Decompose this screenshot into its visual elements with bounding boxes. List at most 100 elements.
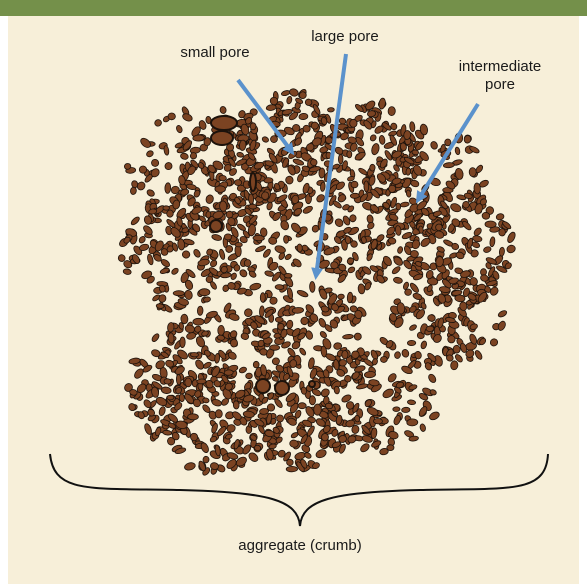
soil-particle <box>162 430 172 436</box>
soil-particle <box>347 266 356 274</box>
soil-particle <box>297 244 303 252</box>
soil-particle <box>205 194 215 204</box>
soil-particle <box>249 282 261 291</box>
soil-particle <box>432 210 442 218</box>
soil-particle <box>236 152 244 158</box>
soil-particle <box>420 340 428 349</box>
soil-particle <box>168 333 175 344</box>
soil-particle <box>165 183 171 194</box>
soil-particle <box>334 386 340 394</box>
soil-particle <box>506 231 517 244</box>
soil-particle <box>298 403 306 409</box>
soil-particle <box>163 206 170 211</box>
soil-particle <box>396 203 401 210</box>
soil-particle <box>154 427 161 437</box>
soil-particle <box>247 451 259 463</box>
soil-particle <box>499 229 506 237</box>
soil-particle-highlight <box>250 173 256 191</box>
soil-particle <box>235 242 242 247</box>
soil-particle <box>184 290 193 301</box>
soil-particle <box>176 374 181 385</box>
soil-particle <box>180 152 189 160</box>
soil-particle <box>266 104 277 111</box>
soil-particle <box>347 292 353 303</box>
soil-particle <box>358 167 368 176</box>
soil-particle <box>173 291 184 296</box>
soil-particle <box>394 351 401 359</box>
soil-particle <box>364 371 376 378</box>
soil-particle <box>393 407 400 412</box>
soil-particle <box>401 349 410 359</box>
soil-particle <box>314 404 322 415</box>
soil-particle-highlight <box>211 131 233 145</box>
soil-particle <box>259 408 269 415</box>
soil-particle <box>238 366 247 374</box>
soil-particle <box>319 330 328 339</box>
soil-particle <box>418 226 423 234</box>
soil-particle <box>359 442 371 453</box>
soil-particle <box>347 151 352 158</box>
soil-particle <box>369 134 377 142</box>
soil-particle <box>244 259 252 267</box>
soil-particle <box>428 410 440 421</box>
soil-particle <box>379 135 386 145</box>
soil-particle <box>234 179 241 185</box>
soil-particle <box>354 332 362 340</box>
soil-particle <box>139 166 147 174</box>
soil-particle <box>453 345 461 353</box>
soil-particle <box>281 90 291 97</box>
soil-particle <box>167 395 174 400</box>
intermediate-pore-label-line1: intermediate <box>440 58 560 76</box>
soil-particle <box>190 352 198 357</box>
soil-particle <box>430 140 439 150</box>
soil-particle <box>397 246 404 254</box>
soil-particle <box>450 360 459 370</box>
soil-particle <box>473 227 483 237</box>
small-pore-label: small pore <box>150 44 280 62</box>
soil-particle <box>260 293 265 303</box>
soil-particle <box>393 277 403 285</box>
soil-particle <box>409 121 415 131</box>
soil-particle <box>296 289 308 298</box>
soil-particle <box>151 333 161 343</box>
soil-particle <box>236 223 246 232</box>
soil-particle <box>164 378 172 384</box>
soil-particle <box>248 194 254 205</box>
soil-particle <box>253 235 265 241</box>
soil-particle <box>284 253 292 261</box>
soil-particle <box>185 378 192 387</box>
soil-particle <box>197 258 210 266</box>
soil-particle <box>304 451 313 459</box>
soil-particle <box>139 136 152 149</box>
soil-particle <box>277 323 284 330</box>
soil-particle <box>130 216 141 226</box>
soil-particle <box>250 123 256 130</box>
soil-particle <box>166 210 174 218</box>
soil-particle <box>230 272 238 280</box>
soil-particle-highlight <box>210 220 222 232</box>
soil-particle <box>139 243 150 251</box>
soil-particle <box>292 307 304 314</box>
soil-particle <box>499 247 505 256</box>
soil-particle <box>482 212 490 220</box>
soil-particle <box>349 119 357 128</box>
soil-particle <box>407 340 415 345</box>
soil-particle-highlight <box>275 381 289 395</box>
soil-particle <box>188 414 199 420</box>
soil-particle <box>238 268 248 278</box>
soil-particle <box>373 418 382 424</box>
intermediate-pore-label-line2: pore <box>440 76 560 94</box>
soil-particle <box>199 289 210 296</box>
soil-particle <box>179 394 185 402</box>
soil-particle <box>485 221 496 228</box>
soil-particle <box>320 182 325 192</box>
soil-particle <box>146 189 156 198</box>
soil-particle <box>245 373 252 379</box>
soil-particle <box>164 161 174 171</box>
soil-particle <box>489 286 500 297</box>
soil-particle <box>497 309 508 318</box>
soil-particle <box>197 379 207 384</box>
soil-particle <box>391 265 401 275</box>
soil-particle <box>219 249 226 260</box>
soil-particle <box>275 284 284 289</box>
